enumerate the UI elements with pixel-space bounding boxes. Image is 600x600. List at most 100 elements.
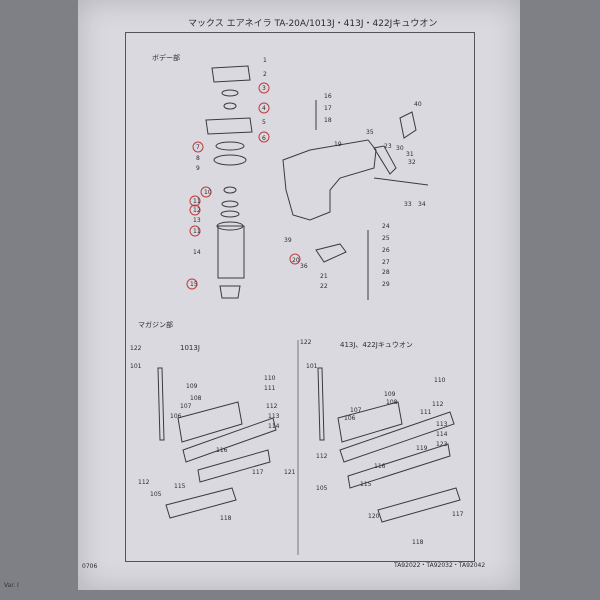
part-number-label: 5 [262,119,266,126]
part-nose-left [177,401,243,443]
part-number-label: 26 [382,247,390,254]
part-number-label: 114 [268,423,280,430]
part-number-label: 115 [360,481,372,488]
part-cap [211,65,251,83]
part-number-label: 116 [216,447,228,454]
part-magazine-right [339,411,455,463]
part-number-label: 11 [193,228,201,235]
part-number-label: 105 [150,491,162,498]
part-number-label: 33 [404,201,412,208]
part-number-label: 110 [264,375,276,382]
part-number-label: 119 [416,445,428,452]
part-number-label: 121 [284,469,296,476]
part-number-label: 14 [193,249,201,256]
part-number-label: 40 [414,101,422,108]
part-number-label: 118 [412,539,424,546]
part-number-label: 122 [300,339,312,346]
part-number-label: 12 [193,207,201,214]
part-number-label: 107 [350,407,362,414]
part-number-label: 1 [263,57,267,64]
version-label: Var. I [4,582,19,589]
part-number-label: 18 [324,117,332,124]
part-number-label: 15 [190,281,198,288]
part-number-label: 117 [252,469,264,476]
part-number-label: 6 [262,135,266,142]
part-oring [221,89,239,97]
part-number-label: 39 [284,237,292,244]
part-number-label: 29 [382,281,390,288]
part-number-label: 115 [174,483,186,490]
part-number-label: 113 [436,421,448,428]
part-number-label: 120 [368,513,380,520]
part-number-label: 122 [130,345,142,352]
part-number-label: 23 [384,143,392,150]
part-body-housing [282,139,377,221]
part-bumper [219,285,241,299]
part-number-label: 101 [306,363,318,370]
part-number-label: 2 [263,71,267,78]
red-callouts [186,82,301,290]
part-magazine-left [182,417,277,463]
part-cylinder [217,225,245,279]
part-spring [223,102,237,110]
variant-label-413j: 413J、422Jキュウオン [340,341,413,349]
part-number-label: 4 [262,105,266,112]
part-number-label: 13 [193,217,201,224]
footer-model-codes: TA92022・TA92032・TA92042 [394,562,486,569]
part-number-label: 110 [434,377,446,384]
part-number-label: 109 [384,391,396,398]
part-number-label: 101 [130,363,142,370]
part-number-label: 112 [316,453,328,460]
part-number-label: 36 [300,263,308,270]
part-number-label: 106 [170,413,182,420]
part-exhaust-cover [373,145,397,175]
variant-label-1013j: 1013J [180,344,200,352]
part-number-label: 21 [320,273,328,280]
part-number-label: 113 [268,413,280,420]
catalog-page: マックス エアネイラ TA-20A/1013J・413J・422Jキュウオン ボ… [78,0,520,590]
part-number-label: 19 [334,141,342,148]
part-number-label: 108 [190,395,202,402]
part-number-label: 108 [386,399,398,406]
part-number-label: 32 [408,159,416,166]
part-pusher-left [165,487,237,519]
part-number-label: 30 [396,145,404,152]
part-number-label: 8 [196,155,200,162]
part-number-label: 10 [204,189,212,196]
part-number-label: 27 [382,259,390,266]
part-number-label: 16 [324,93,332,100]
part-number-label: 25 [382,235,390,242]
diagram-frame [125,32,475,562]
part-number-label: 106 [344,415,356,422]
part-piston-ring [213,154,247,166]
part-number-label: 11 [193,198,201,205]
part-number-label: 111 [264,385,276,392]
footer-code-left: 0706 [82,563,98,570]
part-number-label: 112 [138,479,150,486]
part-number-label: 117 [452,511,464,518]
part-number-label: 24 [382,223,390,230]
part-trigger [315,243,347,263]
part-number-label: 105 [316,485,328,492]
part-nose-right [337,401,403,443]
part-driver-right [317,367,325,441]
part-number-label: 123 [436,441,448,448]
part-number-label: 22 [320,283,328,290]
part-number-label: 111 [420,409,432,416]
part-number-label: 112 [432,401,444,408]
part-hook [399,111,417,139]
part-number-label: 34 [418,201,426,208]
part-number-label: 112 [266,403,278,410]
section-label-magazine: マガジン部 [138,321,173,329]
part-number-label: 9 [196,165,200,172]
part-driver-left [157,367,165,441]
part-number-label: 7 [196,144,200,151]
part-number-label: 28 [382,269,390,276]
part-number-label: 17 [324,105,332,112]
part-ring [215,141,245,151]
part-number-label: 20 [292,257,300,264]
part-number-label: 118 [220,515,232,522]
section-label-body: ボデー部 [152,54,180,62]
part-number-label: 35 [366,129,374,136]
